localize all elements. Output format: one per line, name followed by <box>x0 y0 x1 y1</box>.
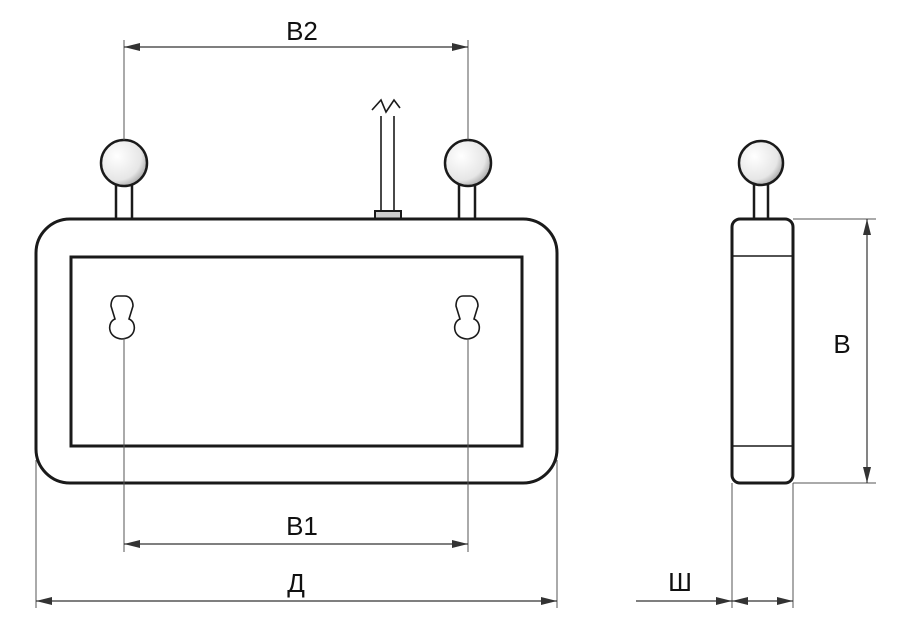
side-view <box>730 139 795 485</box>
label-height: B <box>833 329 850 359</box>
cable <box>371 98 402 222</box>
side-post <box>752 181 770 223</box>
housing-outer <box>34 217 559 485</box>
side-housing <box>730 217 795 485</box>
dimension-width: Ш <box>636 483 794 608</box>
right-keyhole <box>453 295 481 340</box>
front-view <box>34 98 559 485</box>
dimension-length: Д <box>35 460 558 608</box>
label-width: Ш <box>668 567 692 597</box>
label-b1: B1 <box>286 511 318 541</box>
side-ball-mount <box>737 139 785 187</box>
right-ball-mount <box>443 138 493 188</box>
dimension-b2: B2 <box>123 16 469 140</box>
housing-inner-panel <box>69 255 524 448</box>
left-keyhole <box>108 295 136 340</box>
dimension-height: B <box>793 218 876 484</box>
dimension-b1: B1 <box>123 338 469 552</box>
label-b2: B2 <box>286 16 318 46</box>
left-ball-mount <box>99 138 149 188</box>
label-length: Д <box>287 568 305 598</box>
